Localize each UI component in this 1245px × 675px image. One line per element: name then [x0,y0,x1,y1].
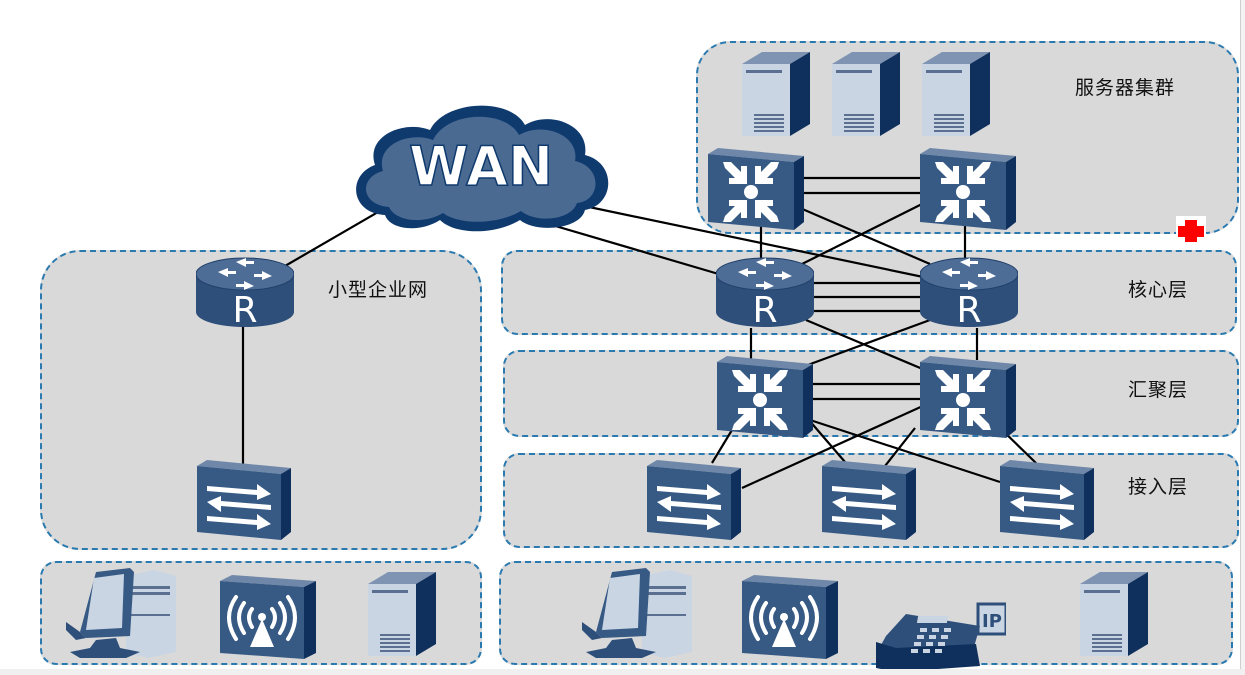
ip-phone-icon: IP [876,602,1006,672]
label-access-layer: 接入层 [1128,476,1189,498]
wan-label: WAN [409,135,553,198]
link-core-right-agg-left [804,318,931,368]
link-wan-core-right [569,201,929,280]
router-symbol: R [956,290,981,328]
link-core-left-agg-right [805,318,926,372]
l3-switch-icon [708,148,804,230]
wireless-ap-icon [742,575,838,659]
router-icon: R [920,257,1018,328]
bottom-edge [0,669,1245,675]
wireless-ap-icon [220,575,316,659]
link-agg-left-acc-left [711,424,736,464]
server-icon [368,572,436,656]
label-core-layer: 核心层 [1128,279,1189,301]
server-icon [742,52,810,136]
l2-switch-icon [197,460,291,540]
zone-core-layer [501,250,1237,335]
l2-switch-icon [1000,460,1094,540]
ip-badge: IP [982,611,1002,632]
zone-aggregation-layer [503,350,1239,437]
router-symbol: R [752,290,777,328]
label-small-enterprise: 小型企业网 [328,279,429,301]
right-edge [1240,0,1245,675]
red-cross-marker [1174,216,1208,246]
router-icon: R [716,257,814,328]
server-icon [1080,572,1148,656]
label-server-cluster: 服务器集群 [1075,77,1176,99]
router-icon: R [196,257,294,328]
router-symbol: R [232,290,257,328]
link-agg-left-acc-right [809,418,1001,484]
link-agg-right-acc-mid [884,427,916,467]
link-ssw-left-core-right [799,206,931,266]
l3-switch-icon [717,356,813,438]
pc-icon [582,568,692,658]
pc-icon [66,568,176,658]
l3-switch-icon [920,148,1016,230]
link-agg-right-acc-left [741,403,926,490]
l2-switch-icon [822,460,916,540]
label-aggregation-layer: 汇聚层 [1128,379,1189,401]
wan-cloud-icon: WAN [356,105,609,232]
l2-switch-icon [647,460,741,540]
link-wan-small-router [284,207,386,267]
link-wan-core-left [534,218,723,277]
link-ssw-right-core-left [799,203,923,266]
server-icon [922,52,990,136]
server-icon [832,52,900,136]
l3-switch-icon [920,356,1016,438]
